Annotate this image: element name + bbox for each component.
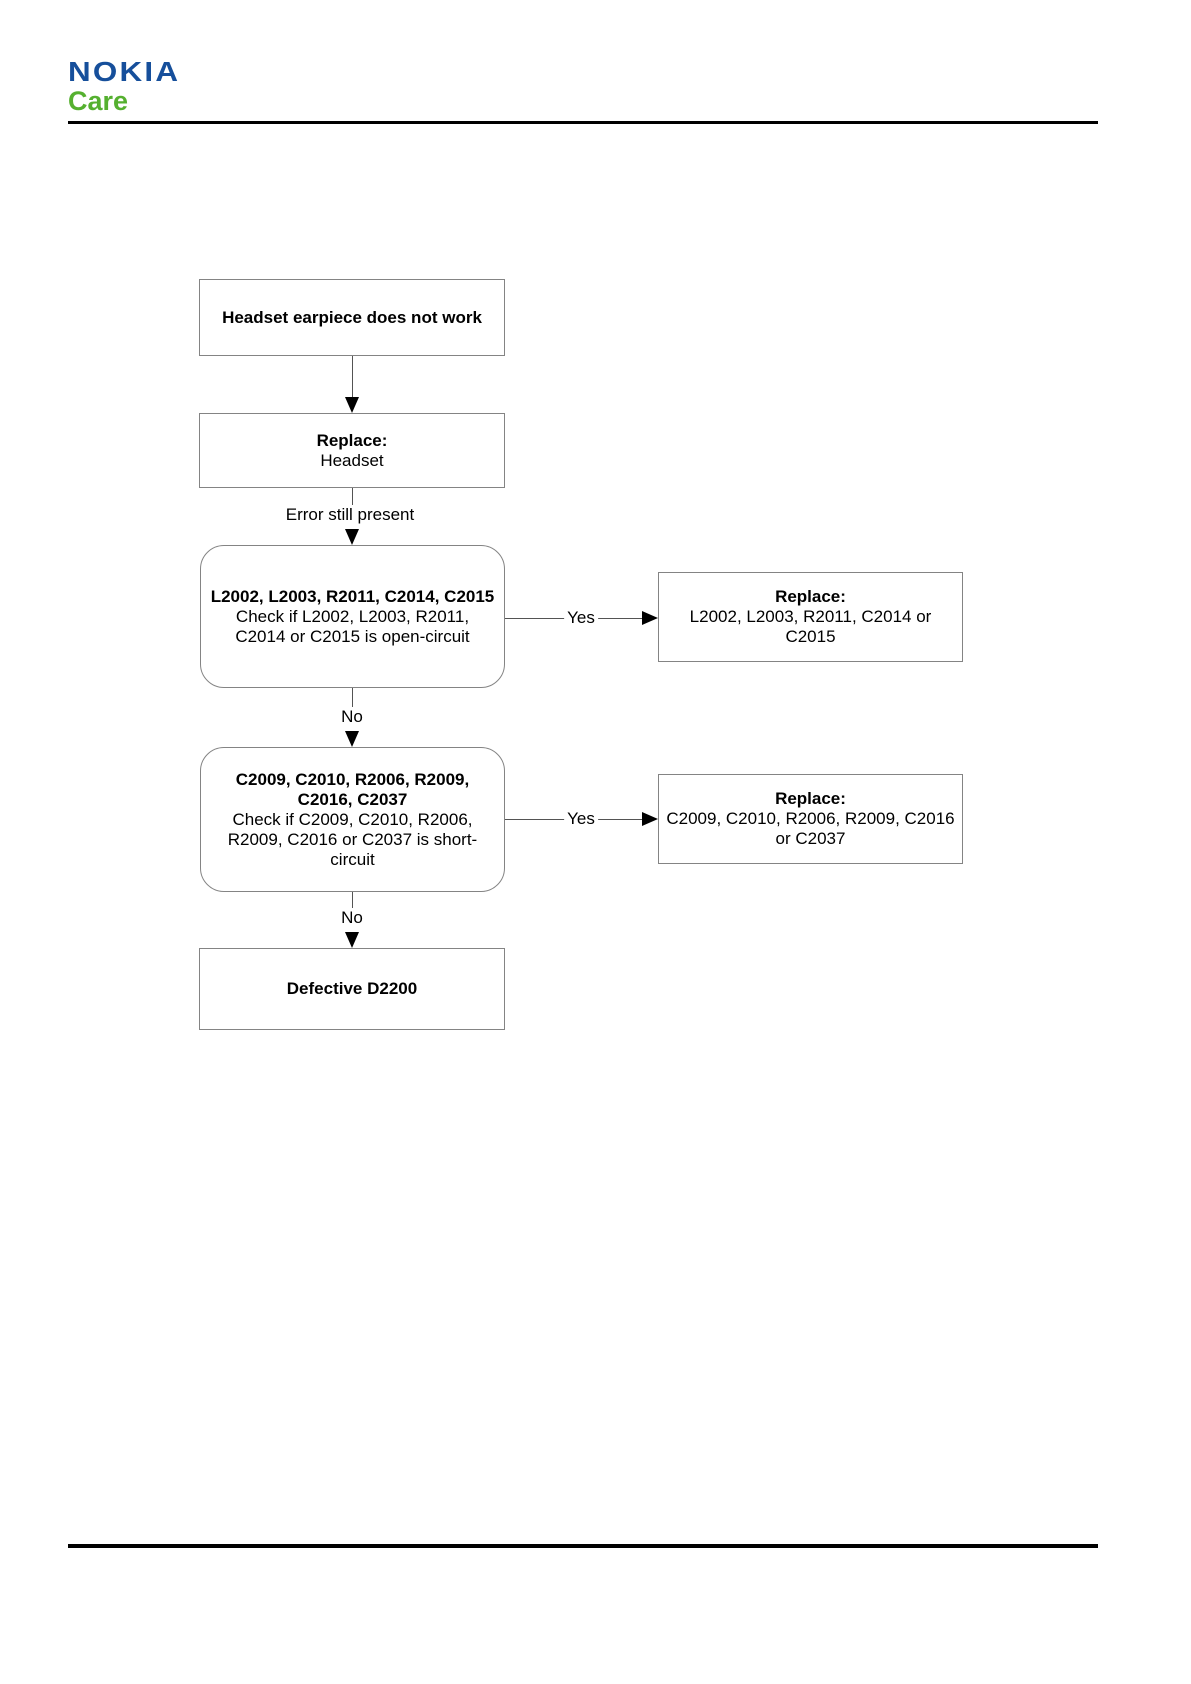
arrowhead-down-icon bbox=[345, 932, 359, 948]
node-check-short-title-1: C2009, C2010, R2006, R2009, bbox=[235, 769, 470, 789]
label-error-still-present: Error still present bbox=[282, 505, 418, 525]
arrowhead-right-icon bbox=[642, 611, 658, 625]
node-replace-short-title: Replace: bbox=[775, 789, 846, 808]
header-rule bbox=[68, 121, 1098, 124]
node-defective-d2200: Defective D2200 bbox=[199, 948, 505, 1030]
node-start-text: Headset earpiece does not work bbox=[222, 307, 482, 327]
label-yes-1: Yes bbox=[564, 608, 598, 628]
node-replace-open-body-1: L2002, L2003, R2011, C2014 or bbox=[689, 607, 932, 626]
node-replace-short-body-1: C2009, C2010, R2006, R2009, C2016 bbox=[666, 809, 955, 828]
node-replace-open-components: Replace: L2002, L2003, R2011, C2014 or C… bbox=[658, 572, 963, 662]
arrowhead-down-icon bbox=[345, 529, 359, 545]
connector-line bbox=[352, 892, 353, 909]
brand-logo: NOKIA Care bbox=[68, 58, 178, 116]
node-replace-open-title: Replace: bbox=[775, 587, 846, 606]
care-wordmark: Care bbox=[68, 86, 129, 116]
node-check-short-body-2: R2009, C2016 or C2037 is short- bbox=[227, 829, 478, 849]
label-no-1: No bbox=[338, 707, 366, 727]
arrowhead-right-icon bbox=[642, 812, 658, 826]
connector-line bbox=[352, 356, 353, 398]
arrowhead-down-icon bbox=[345, 731, 359, 747]
connector-line bbox=[352, 488, 353, 508]
node-check-open-body-1: Check if L2002, L2003, R2011, bbox=[235, 606, 470, 626]
node-start: Headset earpiece does not work bbox=[199, 279, 505, 356]
node-check-short-circuit: C2009, C2010, R2006, R2009, C2016, C2037… bbox=[200, 747, 505, 892]
label-no-2: No bbox=[338, 908, 366, 928]
node-replace-short-body-2: or C2037 bbox=[775, 829, 846, 848]
label-yes-2: Yes bbox=[564, 809, 598, 829]
node-replace-open-body-2: C2015 bbox=[785, 627, 836, 646]
node-check-short-title-2: C2016, C2037 bbox=[297, 789, 408, 809]
node-check-short-body-3: circuit bbox=[330, 849, 375, 869]
connector-line bbox=[352, 688, 353, 708]
node-replace-headset-body: Headset bbox=[320, 450, 384, 470]
node-check-open-title: L2002, L2003, R2011, C2014, C2015 bbox=[210, 586, 495, 606]
footer-rule bbox=[68, 1544, 1098, 1548]
node-replace-headset: Replace: Headset bbox=[199, 413, 505, 488]
node-check-open-body-2: C2014 or C2015 is open-circuit bbox=[235, 626, 470, 646]
nokia-wordmark: NOKIA bbox=[68, 56, 181, 87]
node-replace-short-components: Replace: C2009, C2010, R2006, R2009, C20… bbox=[658, 774, 963, 864]
node-replace-headset-title: Replace: bbox=[316, 430, 388, 450]
arrowhead-down-icon bbox=[345, 397, 359, 413]
node-check-open-circuit: L2002, L2003, R2011, C2014, C2015 Check … bbox=[200, 545, 505, 688]
node-defective-text: Defective D2200 bbox=[286, 979, 418, 998]
node-check-short-body-1: Check if C2009, C2010, R2006, bbox=[232, 809, 473, 829]
